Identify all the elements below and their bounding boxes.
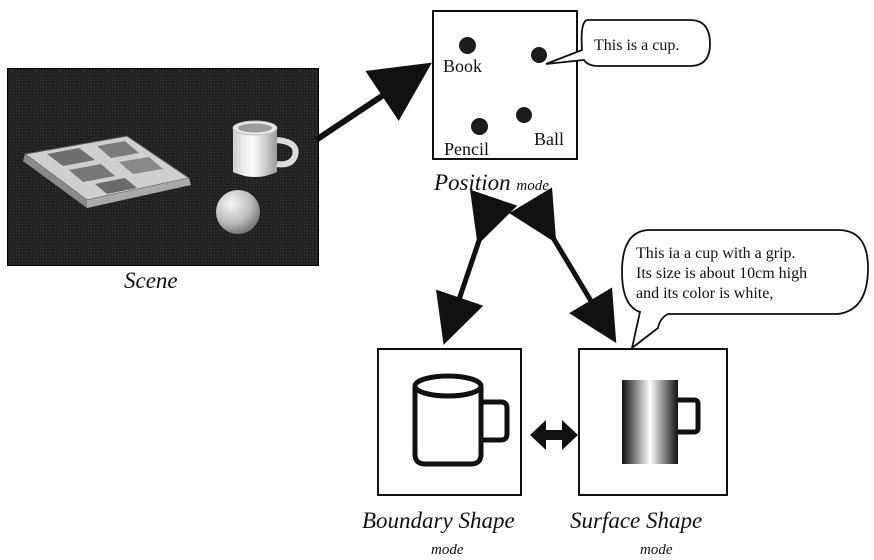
ball-label: Ball	[534, 129, 564, 149]
cup-outline-icon	[412, 373, 510, 467]
boundary-shape-panel	[377, 348, 522, 496]
ball-in-scene	[216, 190, 260, 234]
scene-image	[7, 68, 319, 266]
cup-in-scene	[232, 120, 299, 177]
double-arrow-icon	[530, 420, 578, 450]
position-surface-arrow	[509, 187, 617, 344]
surface-speech-bubble	[621, 229, 869, 351]
pencil-dot	[471, 118, 488, 135]
boundary-caption-main: Boundary Shape	[362, 508, 515, 533]
boundary-caption-suffix: mode	[431, 542, 464, 558]
surface-shape-panel	[578, 348, 728, 496]
scene-to-position-arrow	[314, 62, 432, 143]
scene-caption: Scene	[124, 268, 178, 293]
book-label: Book	[443, 56, 483, 76]
ball-dot	[516, 107, 532, 123]
surface-caption-main: Surface Shape	[570, 508, 703, 533]
cup-speech-bubble	[545, 19, 711, 67]
surface-caption-suffix: mode	[640, 542, 673, 558]
position-boundary-arrow	[435, 189, 518, 345]
cup-gradient-icon	[622, 380, 701, 464]
surface-speech-line-1: This ia a cup with a grip.	[636, 245, 796, 262]
cup-speech-text: This is a cup.	[594, 37, 680, 54]
book-dot	[459, 37, 476, 54]
book-in-scene	[23, 135, 191, 208]
surface-speech-line-3: and its color is white,	[636, 285, 774, 302]
cup-dot	[531, 47, 547, 63]
pencil-label: Pencil	[444, 139, 489, 159]
position-mode-panel	[432, 10, 578, 160]
surface-speech-line-2: Its size is about 10cm high	[636, 265, 808, 282]
